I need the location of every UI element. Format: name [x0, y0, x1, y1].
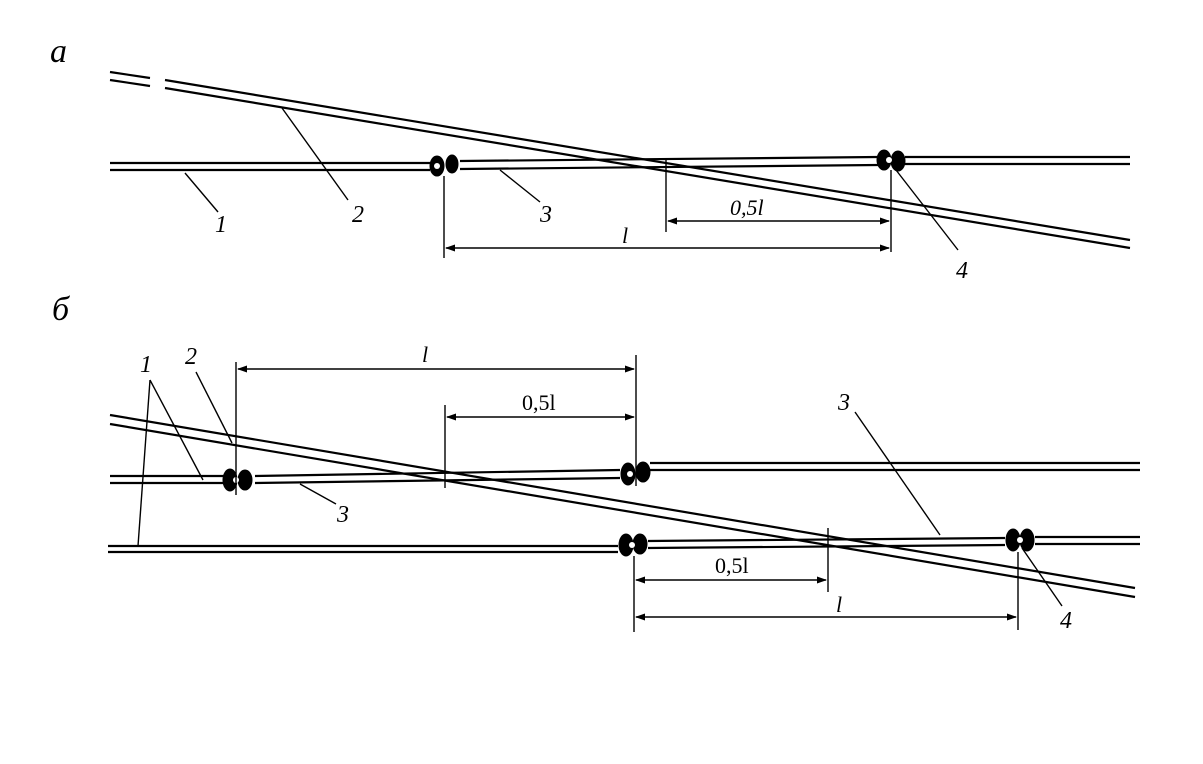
- panel-a-number-4: 4: [956, 258, 968, 284]
- panel-b-wire-diagonal: [109, 413, 1136, 599]
- panel-a-wire-1: [110, 155, 1130, 172]
- panel-a-number-3: 3: [539, 202, 552, 228]
- panel-b-leader-3-right: [854, 411, 941, 536]
- panel-b-leader-4: [1021, 547, 1063, 607]
- panel-b-dim-top-half-label: 0,5l: [522, 390, 556, 415]
- panel-b-clamp-upper-left: [222, 468, 253, 492]
- panel-b-leader-1a: [149, 379, 204, 481]
- panel-a-leader-4: [895, 169, 959, 251]
- panel-a-clamp-left: [429, 154, 459, 177]
- panel-b: б: [52, 291, 1140, 634]
- panel-a-number-2: 2: [352, 202, 364, 228]
- panel-b-dim-bottom-half-label: 0,5l: [715, 553, 749, 578]
- panel-b-leader-2: [195, 371, 233, 444]
- panel-b-number-3-right: 3: [837, 390, 850, 416]
- panel-b-number-2: 2: [185, 344, 197, 370]
- panel-b-leader-3-left: [299, 483, 337, 505]
- panel-a-leader-3: [499, 169, 541, 203]
- panel-b-dim-top-full-label: l: [422, 342, 428, 367]
- panel-b-label: б: [52, 291, 71, 328]
- panel-b-clamp-lower-right: [1005, 528, 1035, 552]
- panel-a-leader-2: [281, 107, 349, 201]
- panel-a-number-1: 1: [215, 212, 227, 238]
- panel-b-number-4: 4: [1060, 608, 1072, 634]
- panel-b-dim-bottom-full-label: l: [836, 592, 842, 617]
- panel-b-number-3-left: 3: [336, 502, 349, 528]
- panel-a-label: а: [50, 33, 67, 70]
- panel-b-clamp-lower-left: [618, 533, 648, 557]
- panel-b-wire-lower: [108, 535, 1140, 554]
- panel-b-number-1: 1: [140, 352, 152, 378]
- panel-a-dim-full-label: l: [622, 223, 628, 248]
- panel-b-leader-1b: [137, 379, 151, 547]
- panel-b-clamp-upper-right: [620, 461, 651, 486]
- panel-a-clamp-right: [876, 149, 906, 172]
- panel-a-leader-1: [184, 172, 219, 213]
- panel-a-dim-half-label: 0,5l: [730, 195, 764, 220]
- panel-a: а: [50, 33, 1131, 284]
